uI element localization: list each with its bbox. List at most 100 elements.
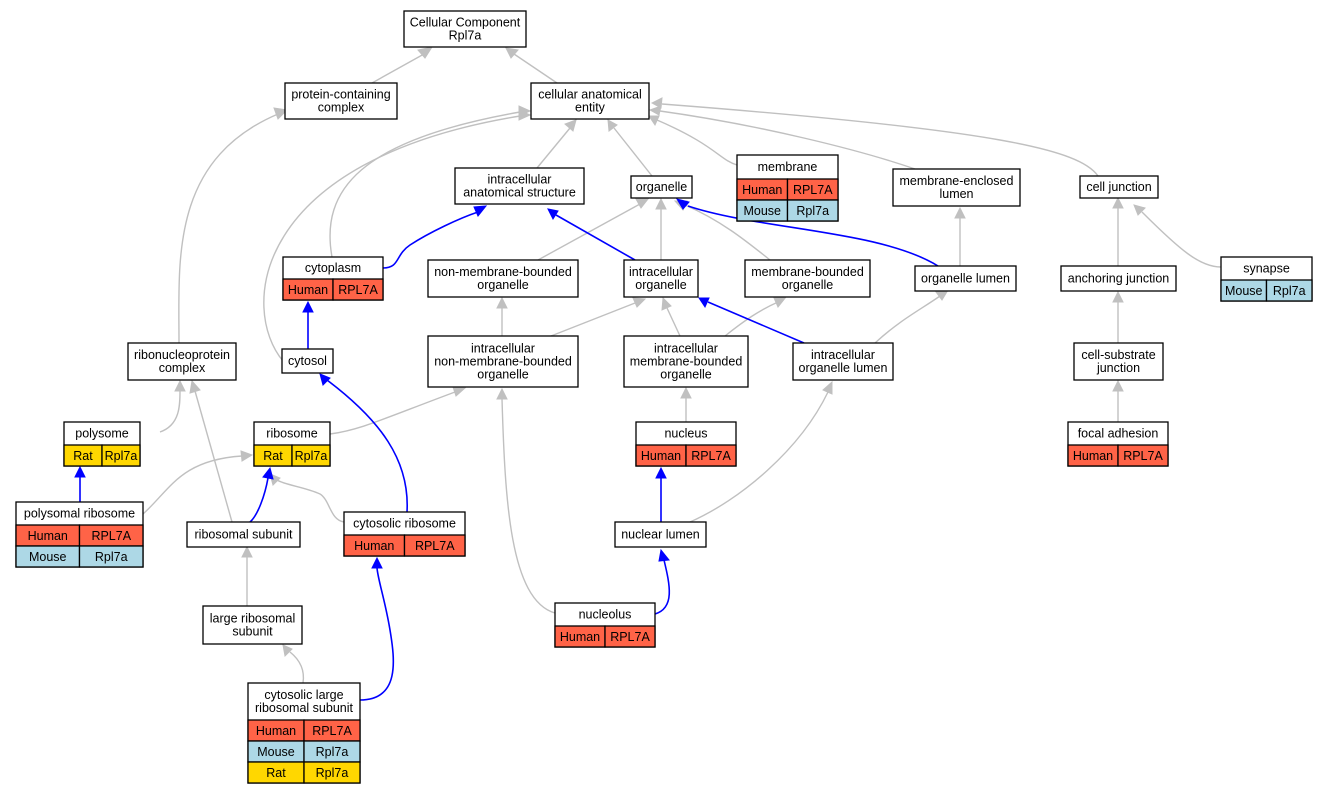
- edge-arrowhead: [371, 556, 383, 569]
- edge-arrowhead: [241, 545, 253, 558]
- term-box: [892, 168, 1021, 207]
- edge-arrowhead: [174, 379, 186, 392]
- gene-label: Rpl7a: [316, 766, 349, 780]
- term-node-ribosomal-subunit[interactable]: ribosomal subunit: [186, 521, 301, 548]
- term-box: [127, 342, 237, 381]
- is-a-edge: [289, 651, 305, 684]
- gene-label: Rpl7a: [295, 449, 328, 463]
- gene-cell: [786, 199, 839, 222]
- term-label: entity: [575, 101, 606, 115]
- is-a-edge: [501, 398, 556, 614]
- term-node-intracellular-non-membrane-bounded-organelle[interactable]: intracellularnon-membrane-boundedorganel…: [427, 335, 579, 388]
- edge-arrowhead: [189, 379, 201, 394]
- edge-arrowhead: [496, 296, 508, 309]
- edge-arrowhead: [632, 297, 647, 308]
- term-label: organelle: [635, 278, 686, 292]
- term-box: [744, 259, 871, 298]
- species-label: Human: [256, 724, 296, 738]
- term-node-anchoring-junction[interactable]: anchoring junction: [1060, 265, 1177, 292]
- term-node-organelle[interactable]: organelle: [630, 175, 693, 199]
- is-a-edge: [513, 53, 558, 84]
- edge-arrowhead: [74, 465, 86, 478]
- term-box: [202, 605, 303, 645]
- term-node-cell-junction[interactable]: cell junction: [1079, 175, 1159, 199]
- species-label: Human: [641, 449, 681, 463]
- gene-label: RPL7A: [691, 449, 731, 463]
- term-label: organelle: [477, 368, 528, 382]
- term-node-organelle-lumen[interactable]: organelle lumen: [914, 265, 1017, 292]
- gene-cell: [291, 444, 331, 467]
- edge-arrowhead: [564, 119, 577, 132]
- is-a-edge: [666, 307, 681, 337]
- term-label: ribosomal subunit: [255, 701, 353, 715]
- is-a-edge: [613, 127, 653, 177]
- edge-arrowhead: [1112, 290, 1124, 303]
- is-a-edge: [276, 479, 345, 523]
- gene-label: RPL7A: [610, 630, 650, 644]
- part-of-edge: [326, 379, 408, 513]
- edge-arrowhead: [648, 115, 660, 127]
- term-label: intracellular: [471, 342, 535, 356]
- species-label: Human: [28, 529, 68, 543]
- is-a-edge: [1141, 211, 1222, 268]
- is-a-edge: [263, 115, 521, 362]
- gene-label: Rpl7a: [796, 204, 829, 218]
- is-a-edge: [550, 302, 636, 337]
- edge-arrowhead: [607, 119, 618, 132]
- term-label: lumen: [939, 187, 973, 201]
- is-a-edge: [159, 390, 181, 433]
- edge-arrowhead: [262, 466, 274, 480]
- term-box: [427, 335, 579, 388]
- edge-arrowhead: [648, 105, 662, 116]
- term-label: cytosol: [288, 354, 327, 368]
- edge-arrowhead: [822, 380, 833, 395]
- term-box: [630, 175, 693, 199]
- part-of-edge: [555, 214, 636, 261]
- gene-cell: [303, 761, 361, 784]
- term-label: ribosome: [266, 427, 317, 441]
- term-node-nuclear-lumen[interactable]: nuclear lumen: [614, 521, 707, 548]
- term-label: organelle lumen: [921, 272, 1010, 286]
- part-of-edge: [654, 559, 671, 615]
- node-layer: Cellular ComponentRpl7aprotein-containin…: [15, 10, 1313, 784]
- term-label: protein-containing: [291, 88, 390, 102]
- edge-layer: [74, 46, 1222, 701]
- gene-label: Rpl7a: [105, 449, 138, 463]
- species-label: Mouse: [1225, 284, 1263, 298]
- term-box: [792, 342, 894, 381]
- term-label: large ribosomal: [210, 612, 295, 626]
- term-label: organelle: [636, 180, 687, 194]
- term-label: intracellular: [488, 173, 552, 187]
- species-label: Human: [288, 283, 328, 297]
- gene-cell: [1265, 279, 1313, 302]
- term-label: membrane-enclosed: [900, 174, 1014, 188]
- term-node-cytosol[interactable]: cytosol: [281, 348, 334, 374]
- edge-arrowhead: [505, 47, 519, 59]
- gene-cell: [604, 625, 656, 648]
- term-box: [623, 259, 699, 298]
